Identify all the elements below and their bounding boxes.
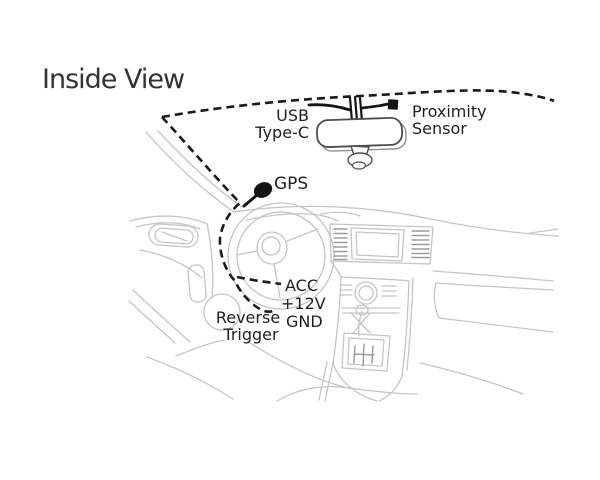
reverse-trigger-label-line2: Trigger: [222, 325, 279, 344]
center-stack: [329, 223, 434, 265]
glovebox: [433, 282, 554, 333]
a-pillar-route: [161, 116, 276, 313]
usb-cable: [307, 103, 352, 112]
a-pillar: [145, 130, 243, 213]
gps-antenna-dot: [253, 182, 273, 198]
car-interior-line-art: [128, 130, 559, 402]
headliner-route: [161, 89, 555, 119]
steering-wheel: [227, 202, 335, 310]
gnd-label: GND: [286, 312, 323, 331]
dash-brow: [320, 211, 361, 278]
proximity-sensor-block: [387, 99, 399, 110]
seats-and-floor: [146, 339, 524, 402]
reverse-trigger-label-line1: Reverse: [216, 308, 280, 327]
center-console: [318, 276, 414, 402]
gps-cable: [242, 193, 259, 208]
proximity-label-line2: Sensor: [412, 119, 467, 138]
knee-panel-circle: [203, 293, 241, 331]
acc-branch-route: [236, 275, 282, 286]
volume-knob: [354, 281, 378, 305]
right-vent-slats: [411, 230, 430, 259]
windshield-base: [233, 205, 559, 237]
mirror-mount-base: [351, 161, 367, 170]
passenger-dash: [432, 270, 554, 333]
diagram-labels: USB Type-C Proximity Sensor GPS ACC +12V…: [216, 102, 487, 344]
console-outline: [332, 276, 414, 377]
rearview-mirror: [316, 116, 407, 170]
door-sill: [129, 215, 214, 299]
plus12v-label: +12V: [281, 294, 326, 313]
console-button-row: [341, 307, 401, 314]
door-lower-trim: [128, 289, 191, 344]
page-title: Inside View: [42, 64, 185, 95]
left-vent-slats: [333, 228, 348, 261]
mirror-cable-bundle: [348, 95, 364, 123]
proximity-label-line1: Proximity: [412, 102, 487, 121]
console-tail: [332, 363, 403, 402]
shift-gate: [341, 332, 391, 372]
proximity-cable: [360, 102, 390, 110]
steering-spokes: [236, 228, 319, 298]
door-armrest: [139, 249, 203, 279]
stack-bezel: [329, 223, 434, 265]
gps-label: GPS: [274, 174, 308, 194]
shift-pattern: [353, 343, 375, 367]
usb-label-line1: USB: [276, 106, 309, 125]
mirror-body: [316, 116, 403, 148]
shifter-knob: [355, 304, 369, 316]
console-side-slats: [339, 284, 397, 297]
acc-label: ACC: [285, 276, 318, 295]
door-handle: [148, 223, 199, 248]
infotainment-screen: [350, 227, 405, 262]
door-switch-panel: [187, 264, 207, 303]
device-cables: [242, 95, 390, 208]
usb-label-line2: Type-C: [254, 123, 309, 142]
dashed-cable-route: [161, 89, 555, 313]
gear-shifter: [351, 311, 371, 337]
